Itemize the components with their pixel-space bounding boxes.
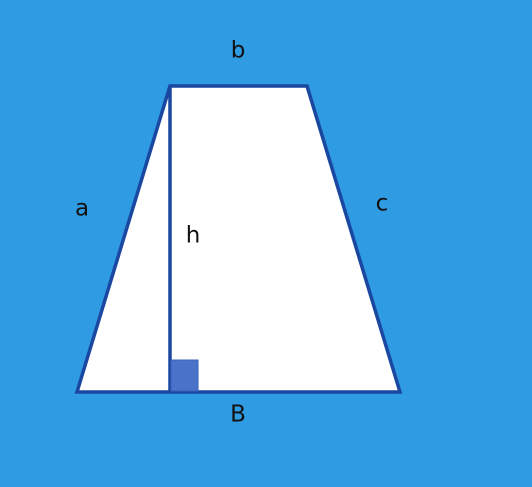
label-left-side-a: a <box>74 195 90 222</box>
label-bottom-base-B: B <box>230 401 246 428</box>
trapezoid-shape <box>74 84 403 394</box>
label-right-side-c: c <box>375 190 389 217</box>
label-height-h: h <box>185 222 201 249</box>
right-angle-marker <box>170 359 199 392</box>
label-top-base-b: b <box>230 37 246 64</box>
